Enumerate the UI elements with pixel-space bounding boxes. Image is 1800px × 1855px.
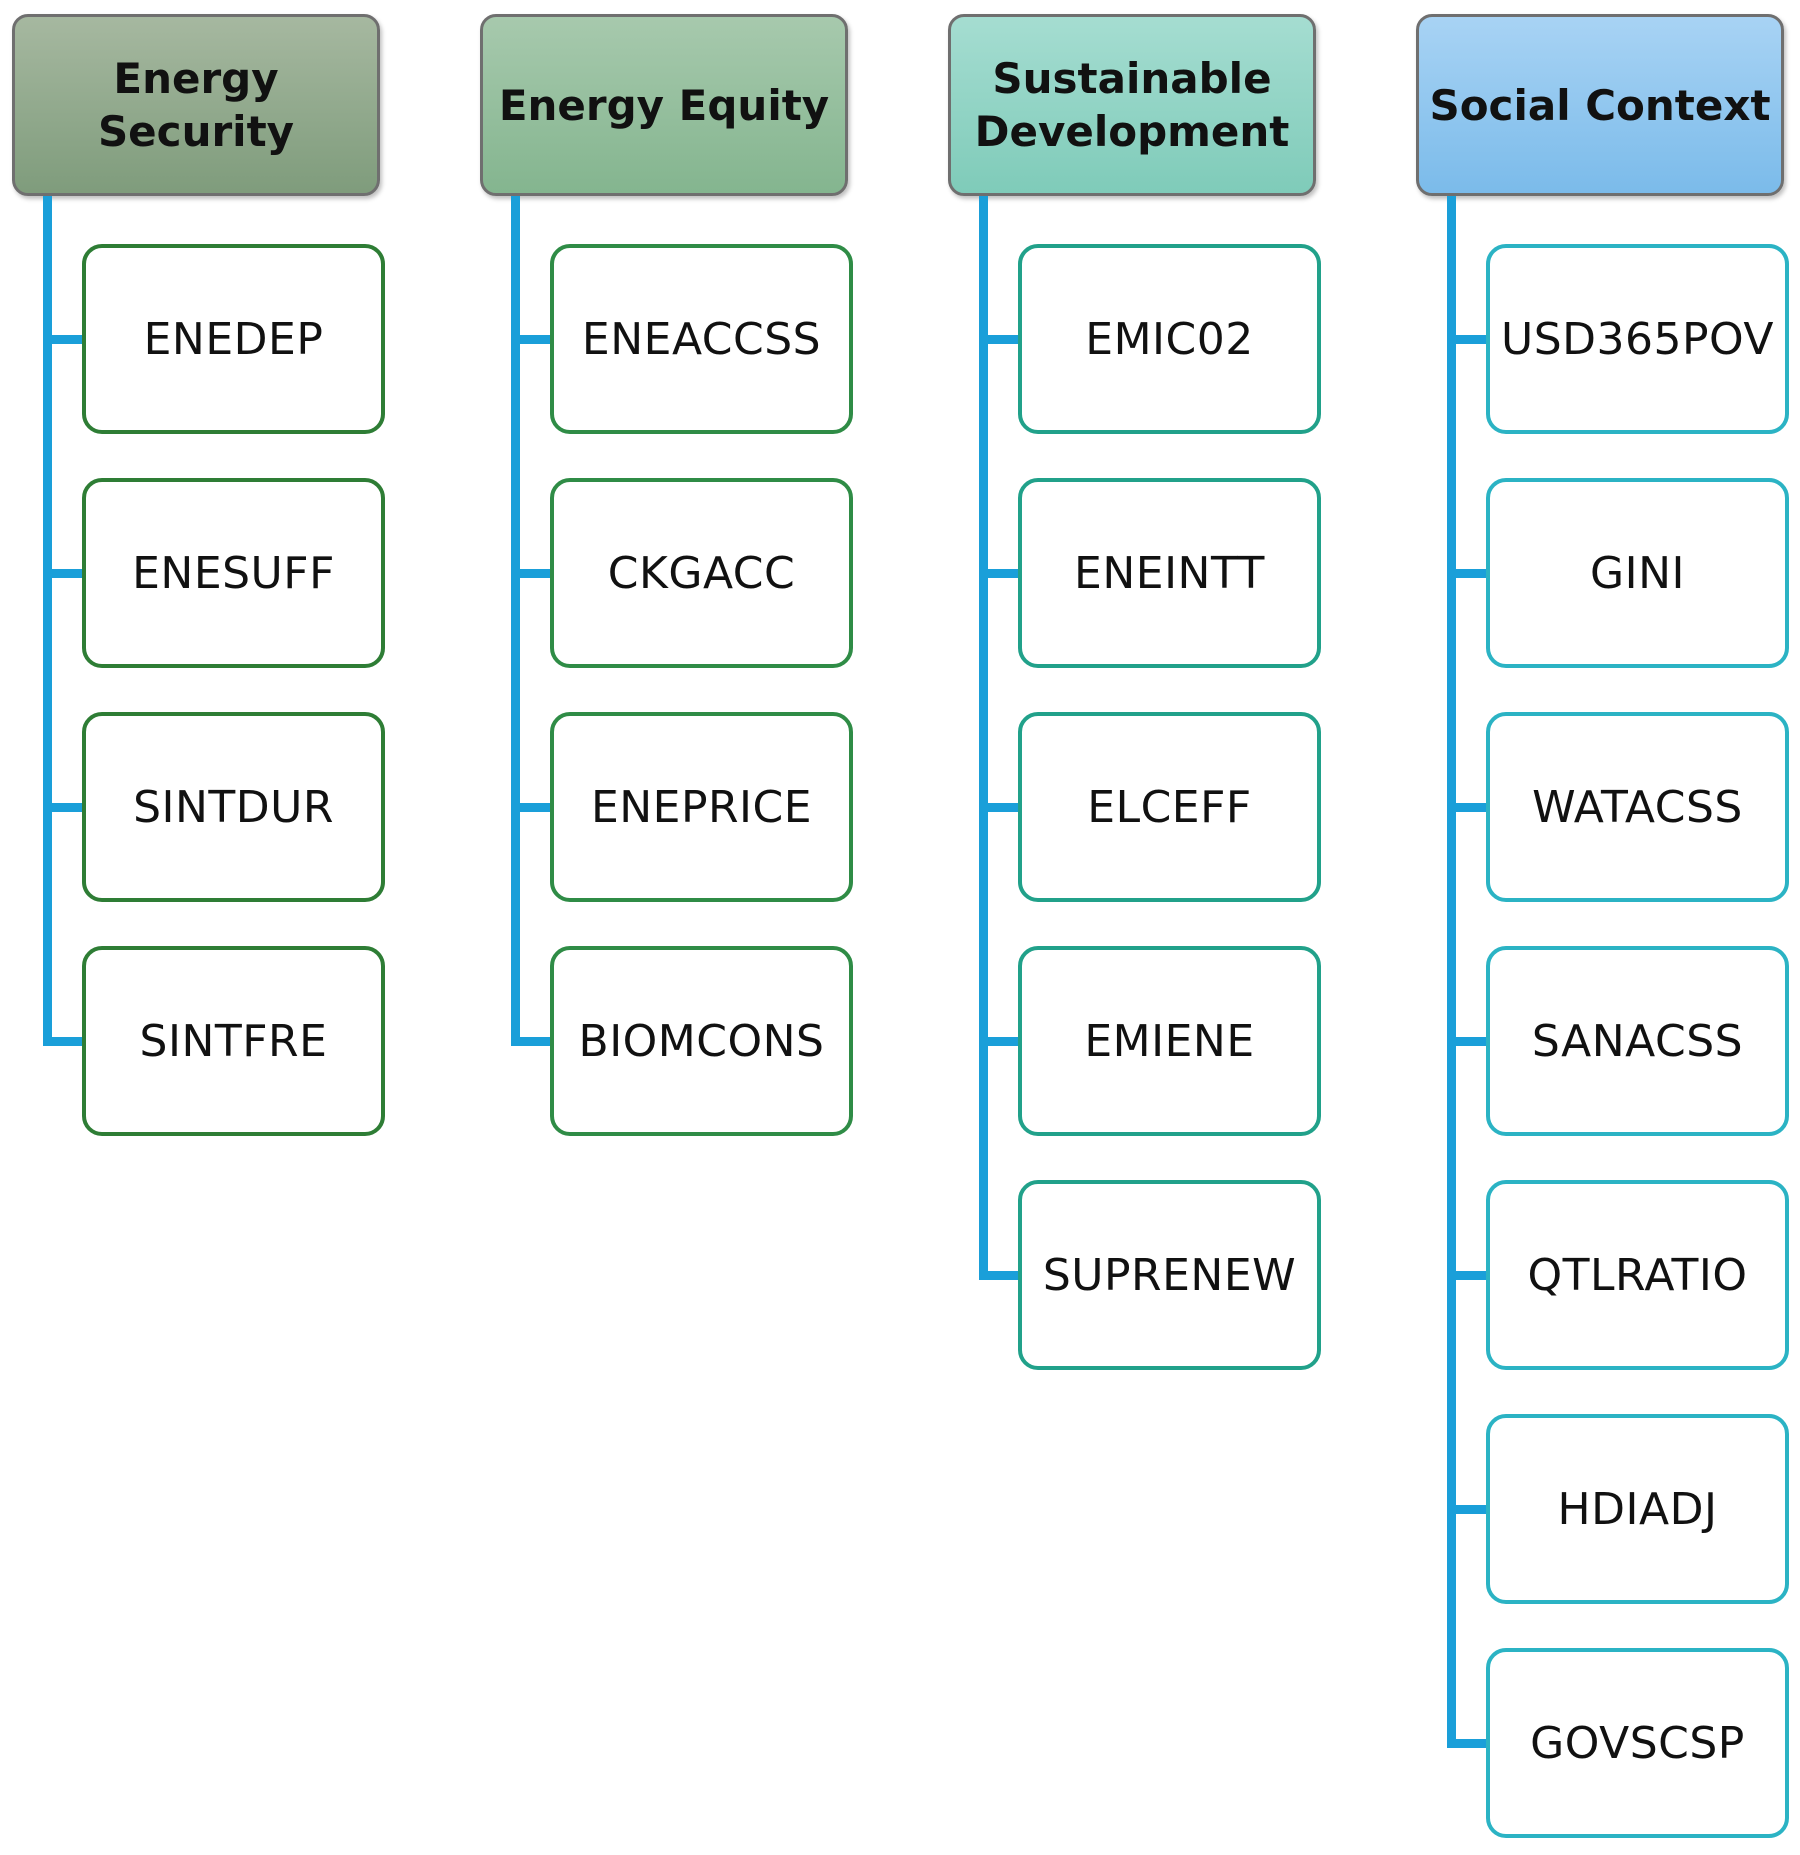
header-energy-equity: Energy Equity [480, 14, 848, 196]
indicator-label: HDIADJ [1557, 1483, 1718, 1535]
indicator-label: CKGACC [607, 547, 796, 599]
connector-branch [1447, 1037, 1487, 1046]
indicator-box-usd365pov: USD365POV [1486, 244, 1789, 434]
indicator-label: WATACSS [1532, 781, 1743, 833]
indicator-box-elceff: ELCEFF [1018, 712, 1321, 902]
indicator-label: EMIENE [1084, 1015, 1255, 1067]
indicator-box-suprenew: SUPRENEW [1018, 1180, 1321, 1370]
indicator-box-sintdur: SINTDUR [82, 712, 385, 902]
indicator-label: ENEDEP [143, 313, 324, 365]
header-title-line: Security [97, 107, 295, 156]
indicator-box-ckgacc: CKGACC [550, 478, 853, 668]
indicator-box-emic02: EMIC02 [1018, 244, 1321, 434]
connector-branch [1447, 803, 1487, 812]
indicator-label: SINTFRE [139, 1015, 328, 1067]
connector-branch [511, 803, 551, 812]
header-title-line: Energy [113, 54, 279, 103]
indicator-box-govscsp: GOVSCSP [1486, 1648, 1789, 1838]
indicator-box-enesuff: ENESUFF [82, 478, 385, 668]
indicator-box-watacss: WATACSS [1486, 712, 1789, 902]
connector-branch [1447, 1739, 1487, 1748]
indicator-label: ELCEFF [1087, 781, 1252, 833]
connector-branch [511, 569, 551, 578]
indicator-box-eneprice: ENEPRICE [550, 712, 853, 902]
connector-branch [43, 803, 83, 812]
connector-branch [979, 803, 1019, 812]
indicator-box-sintfre: SINTFRE [82, 946, 385, 1136]
header-title-line: Sustainable [992, 54, 1272, 103]
header-title: Energy Equity [499, 79, 829, 132]
indicator-box-eneaccss: ENEACCSS [550, 244, 853, 434]
connector-branch [511, 335, 551, 344]
connector-branch [979, 1271, 1019, 1280]
indicator-box-sanacss: SANACSS [1486, 946, 1789, 1136]
connector-branch [979, 335, 1019, 344]
indicator-label: ENESUFF [132, 547, 335, 599]
indicator-label: USD365POV [1501, 313, 1774, 365]
indicator-label: GOVSCSP [1530, 1717, 1745, 1769]
connector-branch [1447, 1271, 1487, 1280]
connector-branch [979, 569, 1019, 578]
connector-trunk [1447, 196, 1456, 1748]
indicator-label: EMIC02 [1085, 313, 1254, 365]
connector-trunk [43, 196, 52, 1046]
indicator-box-emiene: EMIENE [1018, 946, 1321, 1136]
connector-branch [979, 1037, 1019, 1046]
indicator-label: BIOMCONS [578, 1015, 825, 1067]
indicator-label: ENEACCSS [581, 313, 822, 365]
connector-trunk [511, 196, 520, 1046]
header-social-context: Social Context [1416, 14, 1784, 196]
header-title-line: Social Context [1429, 80, 1771, 130]
indicator-box-biomcons: BIOMCONS [550, 946, 853, 1136]
connector-trunk [979, 196, 988, 1280]
connector-branch [43, 569, 83, 578]
indicator-box-gini: GINI [1486, 478, 1789, 668]
indicator-label: ENEPRICE [590, 781, 813, 833]
indicator-label: QTLRATIO [1527, 1249, 1748, 1301]
connector-branch [511, 1037, 551, 1046]
connector-branch [1447, 1505, 1487, 1514]
header-title-line: Development [974, 107, 1290, 156]
connector-branch [43, 1037, 83, 1046]
header-title-line: Energy Equity [498, 80, 830, 130]
indicator-box-enedep: ENEDEP [82, 244, 385, 434]
indicator-label: ENEINTT [1074, 547, 1265, 599]
connector-branch [1447, 569, 1487, 578]
indicator-box-hdiadj: HDIADJ [1486, 1414, 1789, 1604]
indicator-label: SANACSS [1531, 1015, 1744, 1067]
header-title: Social Context [1429, 79, 1770, 132]
indicator-box-eneintt: ENEINTT [1018, 478, 1321, 668]
indicator-label: SINTDUR [133, 781, 334, 833]
indicator-label: GINI [1590, 547, 1685, 599]
connector-branch [1447, 335, 1487, 344]
indicator-label: SUPRENEW [1042, 1249, 1297, 1301]
indicator-box-qtlratio: QTLRATIO [1486, 1180, 1789, 1370]
connector-branch [43, 335, 83, 344]
